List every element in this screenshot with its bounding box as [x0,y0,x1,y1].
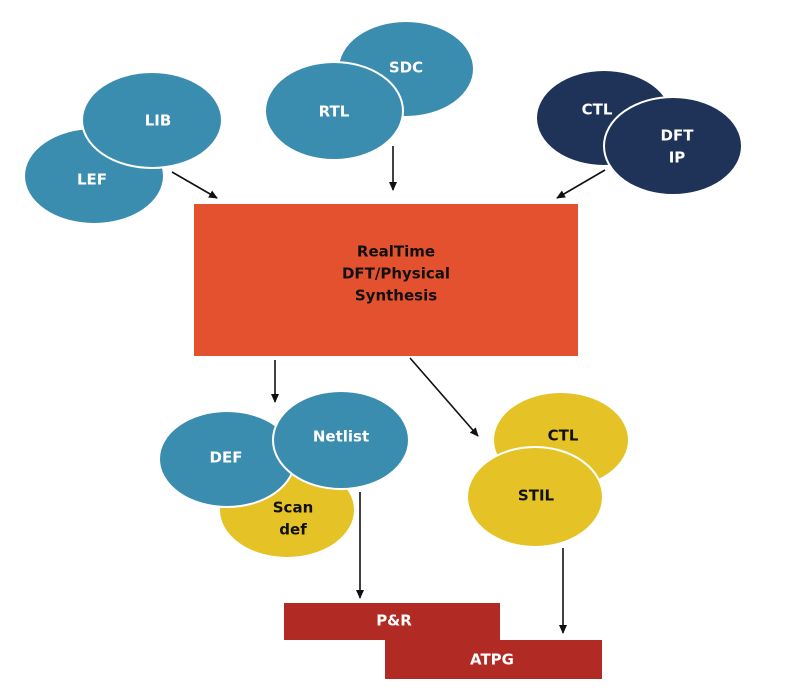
pr-block: P&R [284,603,500,640]
netlist-ellipse [272,390,410,490]
lib-ellipse [81,71,223,169]
stil-label: STIL [518,487,555,505]
dft-ip-label-line2: IP [669,149,686,167]
rtl-node: RTL [264,61,404,161]
synthesis-label-line1: RealTime [357,243,435,261]
def-node: DEF [158,410,296,508]
lib-node: LIB [81,71,223,169]
arrow-lib-to-synthesis [171,171,218,199]
synthesis-block: RealTime DFT/Physical Synthesis [194,204,578,356]
scandef-label-line2: def [279,521,307,539]
atpg-box [385,640,602,679]
ctl-output-label: CTL [548,427,579,445]
synthesis-label-line3: Synthesis [355,287,437,305]
dft-ip-node: DFT IP [603,96,743,196]
pr-label: P&R [376,612,412,630]
lef-label: LEF [77,171,107,189]
pr-box [284,603,500,640]
sdc-label: SDC [389,59,423,77]
netlist-node: Netlist [272,390,410,490]
synthesis-box [194,204,578,356]
def-label: DEF [210,449,243,467]
arrow-synthesis-to-stil [409,357,479,437]
netlist-label: Netlist [313,428,369,446]
scandef-label-line1: Scan [273,499,314,517]
atpg-block: ATPG [385,640,602,679]
dft-ip-label-line1: DFT [661,127,695,145]
rtl-ellipse [264,61,404,161]
dft-ip-ellipse [603,96,743,196]
stil-ellipse [466,446,604,548]
stil-node: STIL [466,446,604,548]
ctl-input-label: CTL [582,101,613,119]
synthesis-label-line2: DFT/Physical [342,265,450,283]
atpg-label: ATPG [470,651,514,669]
arrow-dft-to-synthesis [556,169,606,199]
rtl-label: RTL [319,103,350,121]
lib-label: LIB [145,112,172,130]
